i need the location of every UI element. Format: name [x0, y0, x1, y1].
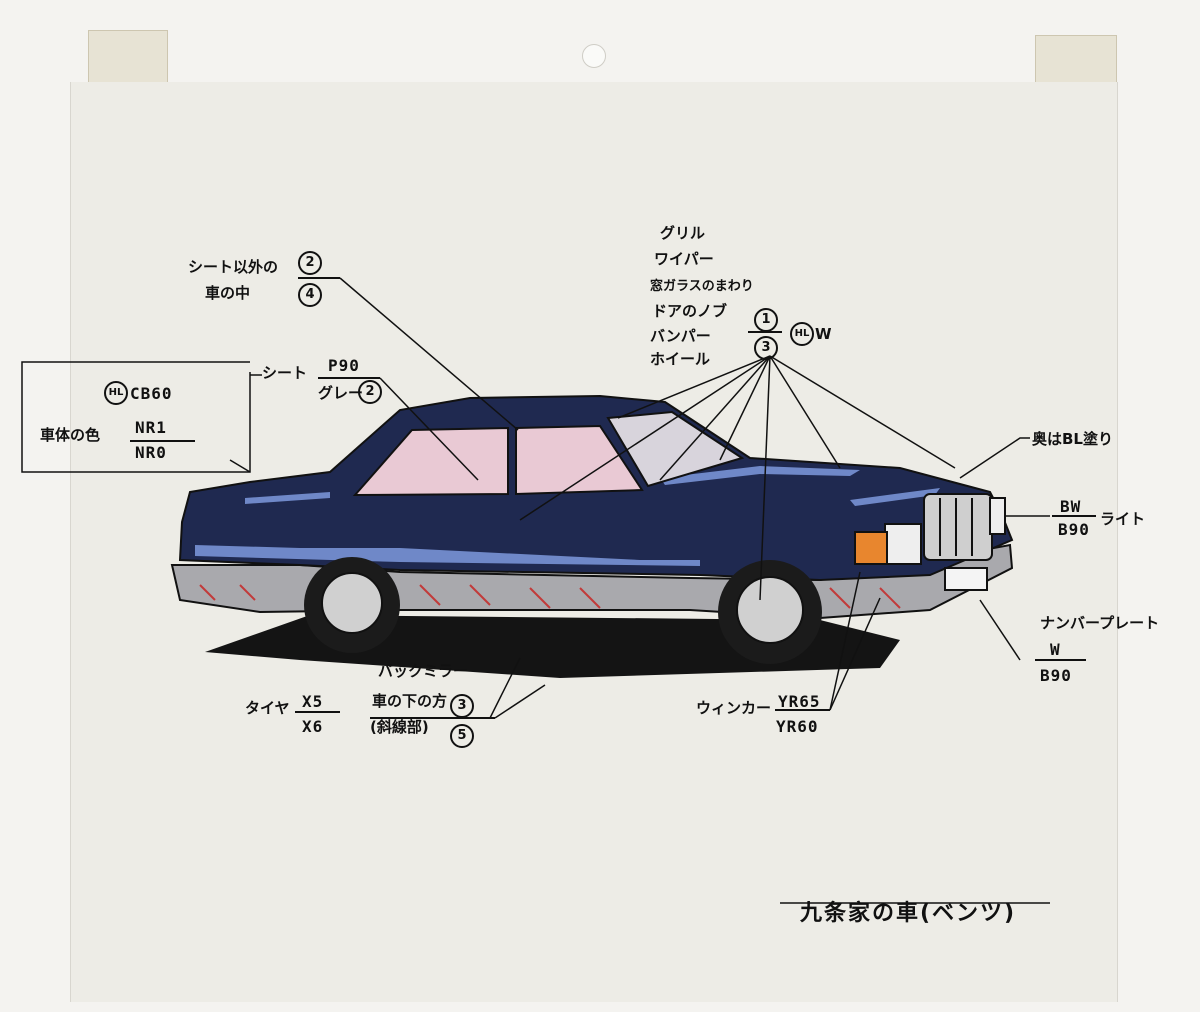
seat-sub-label: グレー [318, 384, 364, 402]
part-label: グリル [660, 224, 706, 242]
part-label: ドアのノブ [652, 302, 728, 320]
tire-code-top: X5 [302, 692, 324, 711]
part-label: 窓ガラスのまわり [650, 279, 754, 294]
winker-label: ウィンカー [696, 699, 772, 717]
parts-num-bottom: 3 [754, 336, 778, 360]
light-label: ライト [1100, 510, 1146, 528]
part-label: ホイール [650, 350, 711, 368]
seat-sub-num: 2 [358, 380, 382, 404]
tire-label: タイヤ [245, 699, 290, 717]
body-nr1: NR1 [135, 418, 167, 437]
body-nr0: NR0 [135, 443, 167, 462]
plate-label: ナンバープレート [1040, 614, 1160, 632]
mirror-label: バックミラー [378, 662, 469, 680]
body-code-top: CB60 [130, 384, 173, 403]
plate-code-bottom: B90 [1040, 666, 1072, 685]
interior-num-bottom: 4 [298, 283, 322, 307]
parts-hl-badge: HL [790, 322, 814, 346]
part-label: ワイパー [654, 250, 714, 268]
seat-label: シート [262, 364, 308, 382]
winker-code-bottom: YR60 [776, 717, 819, 736]
interior-label-line1: シート以外の [188, 258, 279, 276]
part-label: バンパー [650, 327, 711, 345]
under-num-top: 3 [450, 694, 474, 718]
light-code-top: BW [1060, 497, 1082, 516]
body-hl-badge: HL [104, 381, 128, 405]
plate-code-top: W [1050, 640, 1061, 659]
light-code-bottom: B90 [1058, 520, 1090, 539]
body-color-label: 車体の色 [40, 426, 101, 444]
winker-code-top: YR65 [778, 692, 821, 711]
back-paint-label: 奥はBL塗り [1032, 430, 1113, 448]
tire-code-bottom: X6 [302, 717, 324, 736]
peg-hole-1 [582, 44, 606, 68]
under-num-bottom: 5 [450, 724, 474, 748]
under-label-2: (斜線部) [370, 718, 429, 736]
sheet-title: 九条家の車(ベンツ) [800, 901, 1017, 926]
interior-label-line2: 車の中 [205, 284, 251, 302]
parts-num-top: 1 [754, 308, 778, 332]
parts-w: W [815, 325, 832, 343]
under-label: 車の下の方 [372, 692, 448, 710]
interior-num-top: 2 [298, 251, 322, 275]
seat-code: P90 [328, 356, 360, 375]
